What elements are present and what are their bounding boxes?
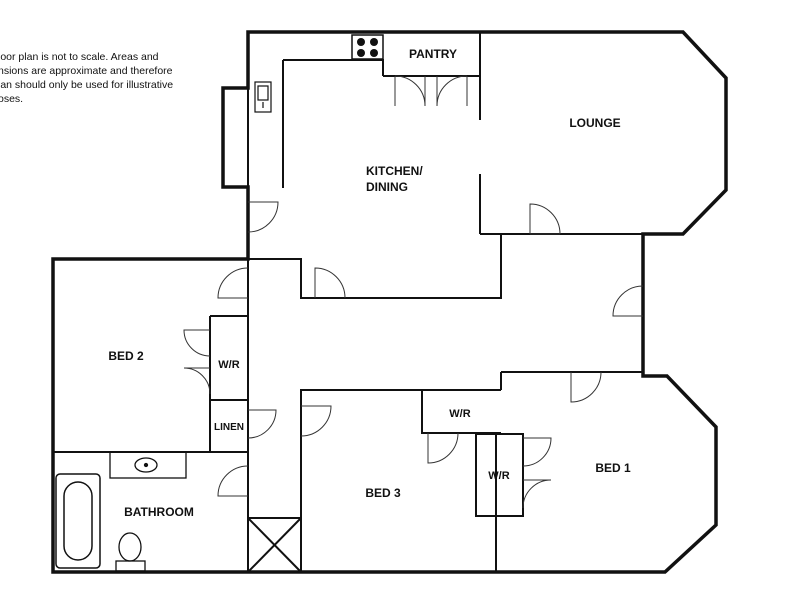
label-bed-1: BED 1	[595, 461, 631, 475]
disclaimer-line: loor plan is not to scale. Areas and	[0, 51, 159, 63]
doors	[183, 75, 644, 509]
label-bed-3: BED 3	[365, 486, 401, 500]
disclaimer-note: loor plan is not to scale. Areas and nsi…	[0, 50, 188, 106]
vanity-basin	[109, 451, 187, 479]
label-kitchen-line2: DINING	[366, 180, 408, 194]
label-wr-bed-1: W/R	[488, 470, 509, 482]
exterior-walls	[51, 30, 728, 574]
label-pantry: PANTRY	[409, 47, 457, 61]
label-kitchen-line1: KITCHEN/	[366, 164, 423, 178]
interior-walls	[53, 32, 643, 573]
toilet	[115, 532, 146, 572]
disclaimer-line: lan should only be used for illustrative	[0, 79, 174, 91]
label-bed-2: BED 2	[108, 349, 144, 363]
room-labels: PANTRY LOUNGE KITCHEN/ DINING BED 2 W/R …	[108, 47, 631, 519]
label-wr-bed-2: W/R	[218, 359, 239, 371]
kitchen-sink	[254, 81, 272, 113]
cooktop	[351, 34, 384, 60]
label-lounge: LOUNGE	[569, 116, 620, 130]
disclaimer-line: oses.	[0, 93, 24, 105]
disclaimer-line: nsions are approximate and therefore	[0, 65, 173, 77]
label-linen: LINEN	[214, 422, 244, 433]
bathtub	[55, 473, 101, 569]
label-bathroom: BATHROOM	[124, 505, 194, 519]
label-wr-bed-3: W/R	[449, 408, 470, 420]
